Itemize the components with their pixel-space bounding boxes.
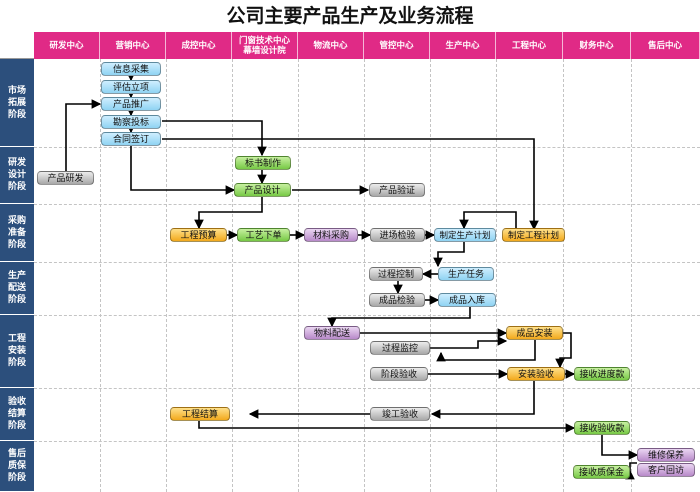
node-product-check: 成品检验 — [369, 293, 425, 307]
node-contract: 合同签订 — [101, 132, 161, 146]
node-final-accept: 竣工验收 — [370, 407, 430, 421]
column-header-aftersales: 售后中心 — [631, 32, 700, 59]
diagram-title: 公司主要产品生产及业务流程 — [226, 5, 474, 27]
grid-line — [34, 204, 700, 205]
grid-line — [563, 59, 564, 492]
grid-line — [34, 315, 700, 316]
node-install-accept: 安装验收 — [507, 367, 565, 381]
node-production-task: 生产任务 — [438, 267, 494, 281]
node-budget: 工程预算 — [170, 228, 227, 242]
node-bid-docs: 标书制作 — [235, 156, 291, 170]
node-maintenance: 维修保养 — [637, 448, 695, 462]
node-promote: 产品推广 — [101, 97, 161, 111]
grid-line — [100, 59, 101, 492]
node-incoming-check: 进场检验 — [370, 228, 425, 242]
arrow-connector — [198, 421, 576, 433]
node-product-storage: 成品入库 — [438, 293, 496, 307]
column-header-control: 管控中心 — [364, 32, 430, 59]
arrow-connector — [436, 340, 536, 362]
stage-market: 市场拓展阶段 — [0, 59, 34, 147]
node-material-delivery: 物料配送 — [304, 326, 360, 340]
arrow-connector — [162, 120, 267, 157]
node-product-verify: 产品验证 — [369, 183, 425, 197]
arrow-connector — [194, 197, 263, 230]
column-header-cost: 成控中心 — [166, 32, 232, 59]
node-stage-accept: 阶段验收 — [370, 367, 428, 381]
grid-line — [430, 59, 431, 492]
column-header-engineering: 工程中心 — [496, 32, 563, 59]
grid-line — [232, 59, 233, 492]
node-survey-bid: 勘察投标 — [101, 115, 161, 129]
node-customer-visit: 客户回访 — [637, 463, 695, 477]
arrow-connector — [162, 138, 539, 231]
grid-line — [364, 59, 365, 492]
stage-install: 工程安装阶段 — [0, 315, 34, 388]
node-product-install: 成品安装 — [506, 326, 563, 340]
node-evaluate: 评估立项 — [101, 80, 161, 94]
grid-line — [298, 59, 299, 492]
stage-warranty: 售后质保阶段 — [0, 441, 34, 492]
column-header-logistics: 物流中心 — [298, 32, 364, 59]
grid-line — [34, 388, 700, 389]
arrow-connector — [130, 146, 236, 195]
node-accept-warranty: 接收质保金 — [573, 465, 630, 479]
column-header-marketing: 营销中心 — [100, 32, 166, 59]
arrow-connector — [430, 381, 535, 419]
node-process-monitor: 过程监控 — [370, 341, 430, 355]
stage-settlement: 验收结算阶段 — [0, 388, 34, 441]
grid-line — [496, 59, 497, 492]
grid-line — [34, 441, 700, 442]
node-project-settle: 工程结算 — [170, 407, 230, 421]
grid-line — [166, 59, 167, 492]
node-product-rd: 产品研发 — [37, 171, 94, 185]
node-product-design: 产品设计 — [234, 183, 291, 197]
node-production-plan: 制定生产计划 — [434, 228, 496, 242]
grid-line — [631, 59, 632, 492]
arrow-connector — [459, 211, 517, 230]
node-engineering-plan: 制定工程计划 — [502, 228, 565, 242]
arrow-connector — [327, 307, 471, 328]
column-header-production: 生产中心 — [430, 32, 496, 59]
arrow-connector — [430, 336, 508, 349]
column-header-rd: 研发中心 — [34, 32, 100, 59]
stage-design: 研发设计阶段 — [0, 147, 34, 204]
arrow-connector — [65, 99, 102, 171]
grid-line — [34, 147, 700, 148]
node-accept-progress: 接收进度款 — [574, 367, 630, 381]
grid-line — [34, 262, 700, 263]
node-material-purchase: 材料采购 — [304, 228, 358, 242]
node-info-collect: 信息采集 — [101, 62, 161, 76]
node-process-order: 工艺下单 — [237, 228, 290, 242]
column-header-tech: 门窗技术中心 幕墙设计院 — [232, 32, 298, 59]
column-header-finance: 财务中心 — [563, 32, 631, 59]
header-corner — [0, 32, 34, 59]
node-accept-payment: 接收验收款 — [574, 421, 630, 435]
stage-purchase: 采购准备阶段 — [0, 204, 34, 262]
stage-production: 生产配送阶段 — [0, 262, 34, 315]
node-process-control: 过程控制 — [369, 267, 423, 281]
